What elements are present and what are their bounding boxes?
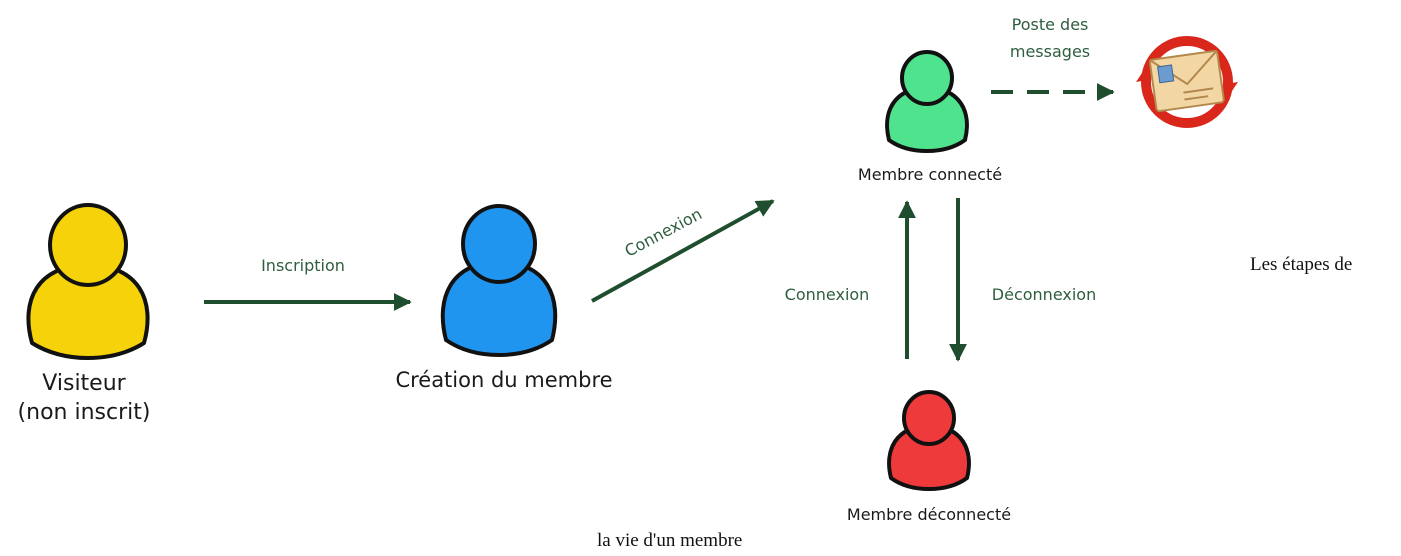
caption-part-1: Les étapes de — [1250, 254, 1353, 275]
visitor-label-line2: (non inscrit) — [18, 400, 151, 425]
new-member-user-icon — [440, 204, 558, 357]
connexion-first-arrow — [591, 199, 775, 303]
created-member-label: Création du membre — [395, 368, 612, 392]
disconnected-member-user-icon — [887, 390, 971, 491]
post-messages-label-line1: Poste des — [1012, 15, 1089, 34]
connected-member-user-icon — [885, 50, 969, 153]
connexion-up-label: Connexion — [785, 285, 870, 304]
visitor-user-icon — [26, 203, 150, 360]
connected-member-label: Membre connecté — [858, 165, 1002, 184]
deconnexion-label: Déconnexion — [992, 285, 1096, 304]
mail-exchange-icon — [1136, 36, 1238, 128]
visitor-label-line1: Visiteur — [42, 371, 126, 396]
connexion-first-label: Connexion — [621, 204, 705, 261]
disconnected-member-label: Membre déconnecté — [847, 505, 1011, 524]
post-messages-label-line2: messages — [1010, 42, 1090, 61]
caption-part-2: la vie d'un membre — [597, 530, 743, 551]
inscription-label: Inscription — [261, 256, 345, 275]
